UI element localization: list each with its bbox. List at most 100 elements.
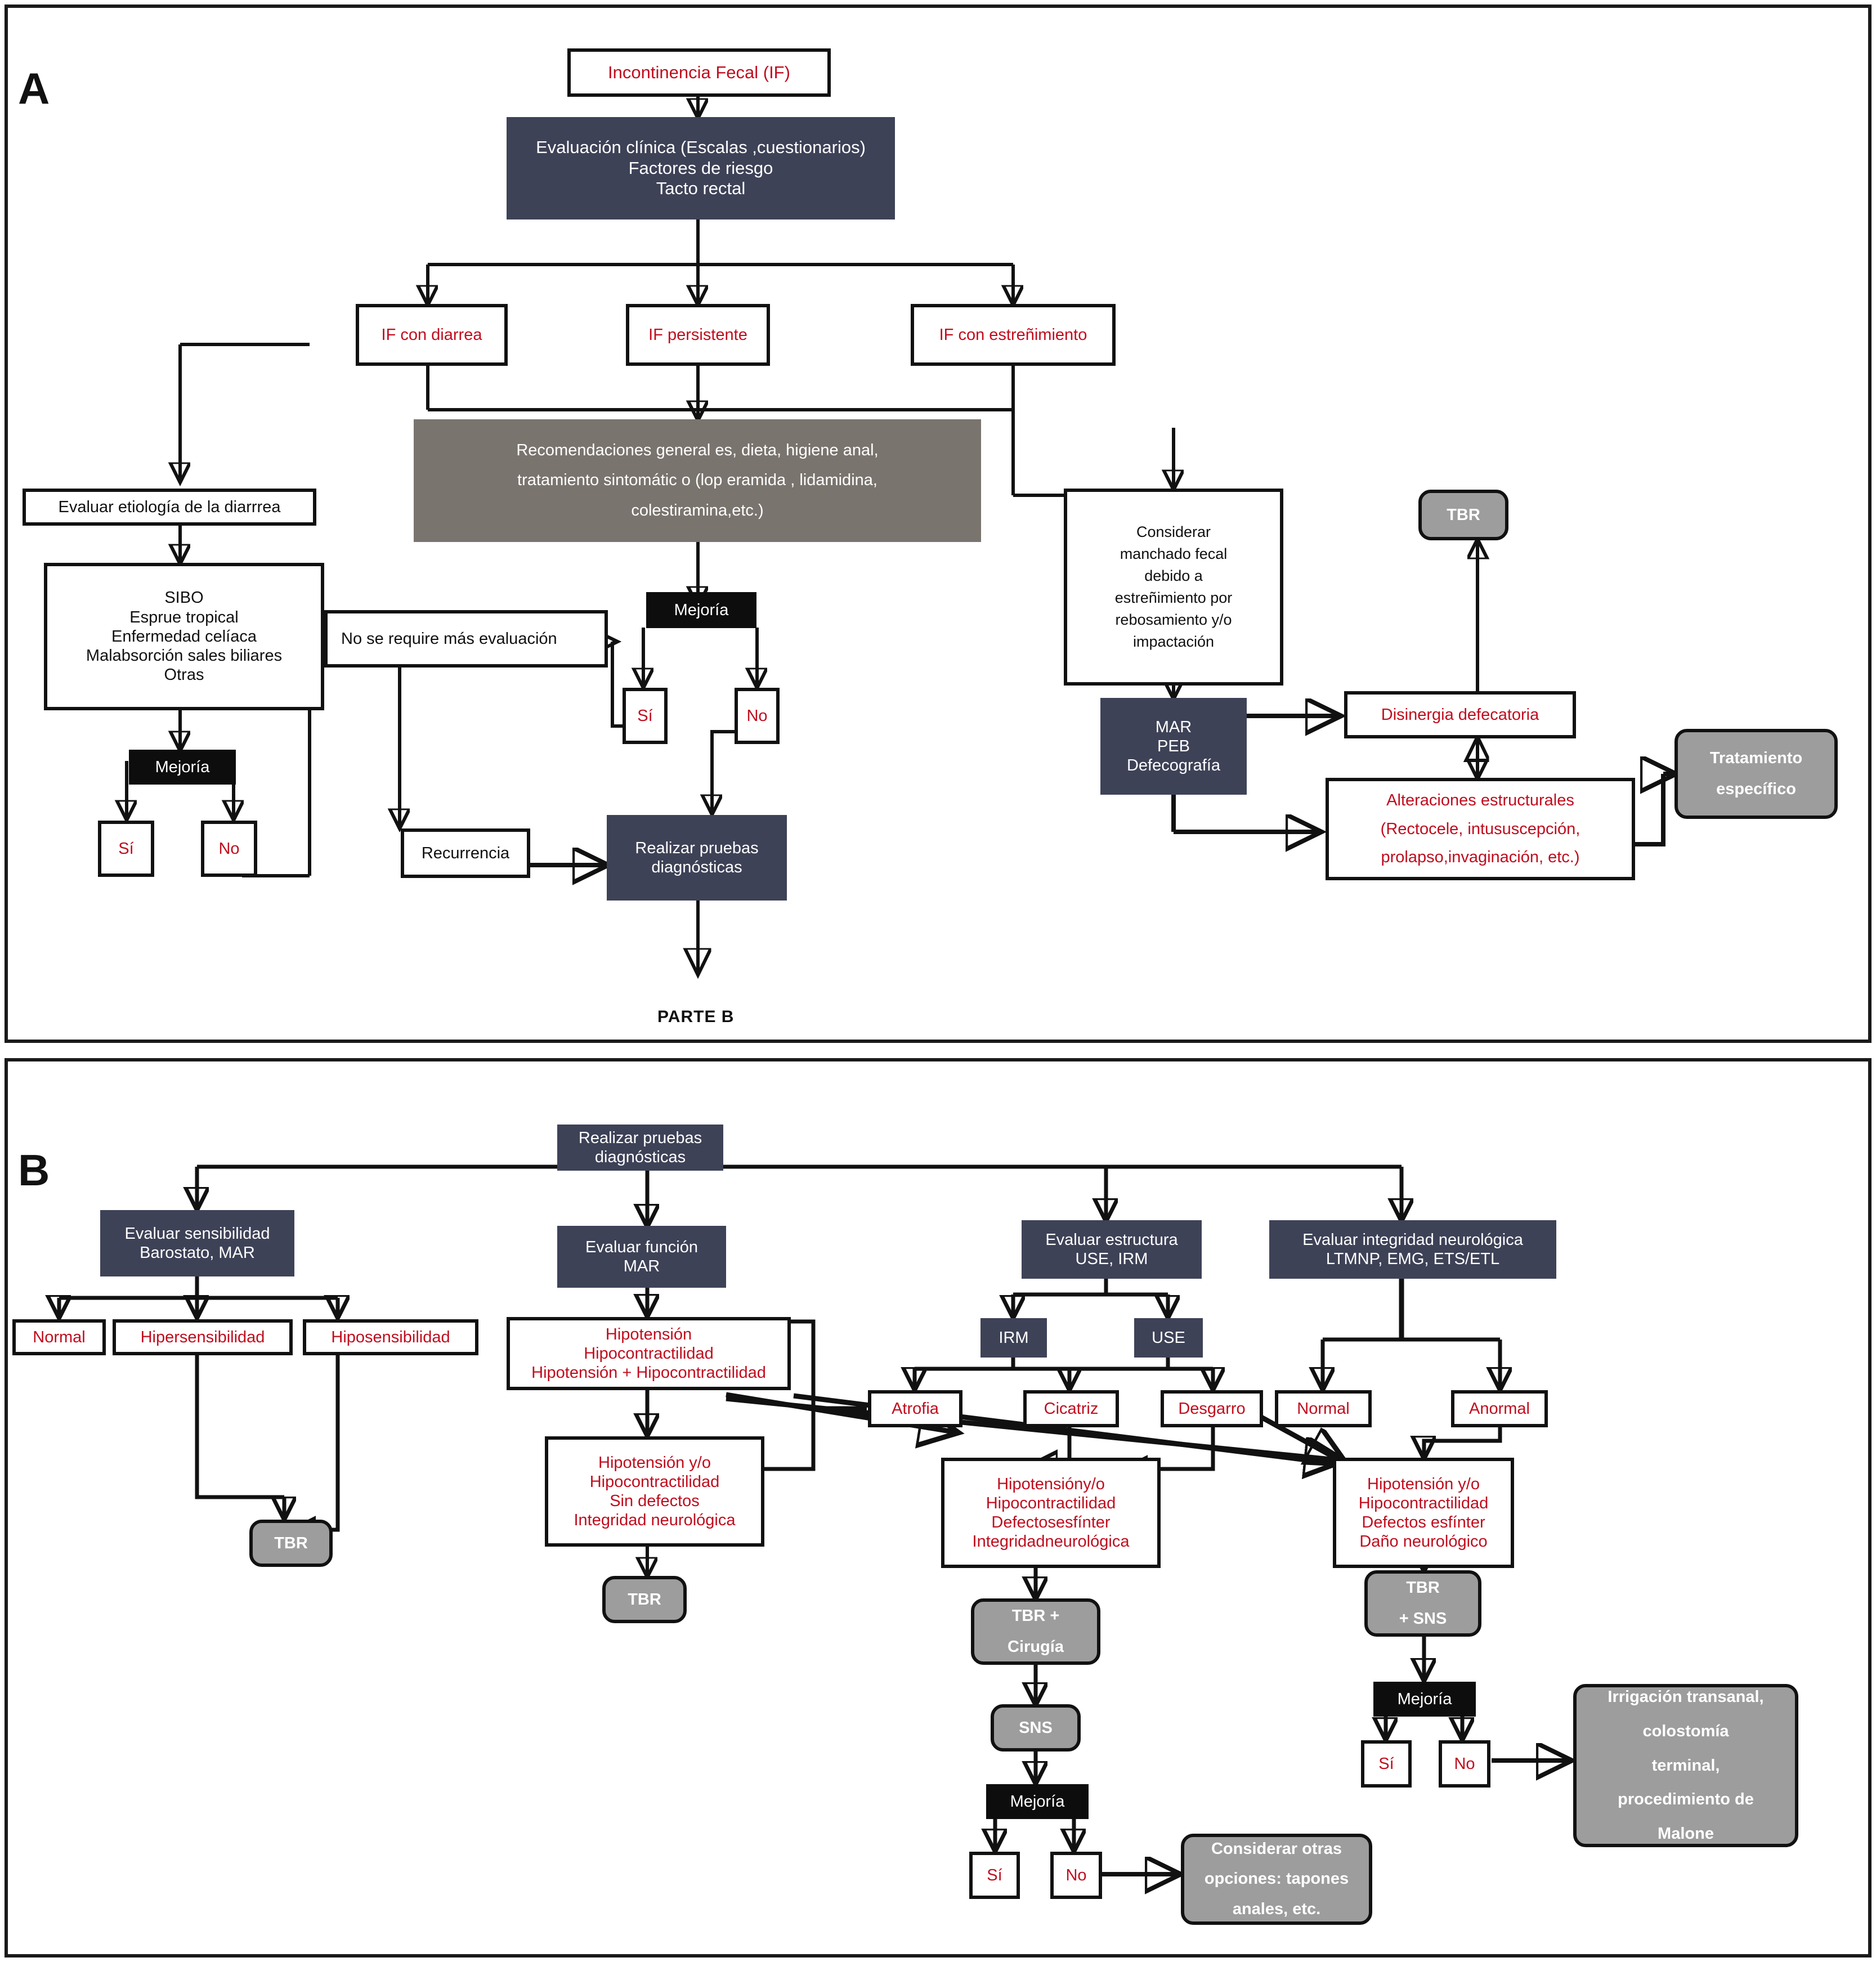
node-no-izquierda[interactable]: No	[201, 821, 257, 877]
node-if-con-diarrea[interactable]: IF con diarrea	[356, 304, 508, 366]
node-mejoria-centro-b[interactable]: Mejoría	[986, 1784, 1089, 1819]
node-mar-peb-defecografia[interactable]: MAR PEB Defecografía	[1100, 698, 1247, 795]
node-sns[interactable]: SNS	[991, 1704, 1081, 1752]
node-label: IF persistente	[648, 325, 747, 344]
node-if-con-estrenimiento[interactable]: IF con estreñimiento	[911, 304, 1116, 366]
node-label: SIBO Esprue tropical Enfermedad celíaca …	[86, 589, 283, 684]
node-label: Realizar pruebas diagnósticas	[578, 1128, 702, 1166]
node-evaluacion-clinica[interactable]: Evaluación clínica (Escalas ,cuestionari…	[507, 117, 895, 220]
node-label: Tratamiento específico	[1709, 749, 1803, 798]
node-label: Evaluación clínica (Escalas ,cuestionari…	[536, 137, 866, 199]
node-mejoria-izquierda[interactable]: Mejoría	[129, 750, 236, 785]
node-disinergia-defecatoria[interactable]: Disinergia defecatoria	[1344, 691, 1576, 738]
node-label: TBR	[628, 1590, 661, 1609]
node-si-centro-b[interactable]: Sí	[969, 1852, 1020, 1899]
node-label: No	[218, 839, 240, 858]
node-label: Recurrencia	[421, 844, 510, 862]
node-si-derecha[interactable]: Sí	[1361, 1740, 1412, 1788]
node-no-centro[interactable]: No	[735, 688, 780, 744]
node-cicatriz[interactable]: Cicatriz	[1023, 1390, 1119, 1427]
node-label: Atrofia	[892, 1399, 939, 1418]
node-label: Hipotensión y/o Hipocontractilidad Defec…	[1358, 1475, 1489, 1551]
label-parte-b: PARTE B	[657, 1007, 735, 1026]
node-tbr-funcion[interactable]: TBR	[602, 1576, 687, 1623]
node-label: Normal	[1297, 1399, 1350, 1418]
node-if-persistente[interactable]: IF persistente	[626, 304, 770, 366]
node-evaluar-integridad-neurologica[interactable]: Evaluar integridad neurológica LTMNP, EM…	[1269, 1220, 1556, 1279]
node-label: TBR + Cirugía	[1008, 1606, 1064, 1656]
node-label: Realizar pruebas diagnósticas	[635, 839, 759, 876]
node-no-requiere-evaluacion[interactable]: No se require más evaluación	[324, 610, 608, 668]
node-si-centro[interactable]: Sí	[623, 688, 668, 744]
node-recurrencia[interactable]: Recurrencia	[401, 828, 530, 878]
node-evaluar-estructura[interactable]: Evaluar estructura USE, IRM	[1022, 1220, 1202, 1279]
node-label: SNS	[1019, 1718, 1053, 1737]
node-dano-neurologico[interactable]: Hipotensión y/o Hipocontractilidad Defec…	[1333, 1458, 1514, 1568]
node-label: No se require más evaluación	[341, 629, 557, 648]
node-label: Sí	[1378, 1754, 1394, 1773]
node-no-centro-b[interactable]: No	[1050, 1852, 1102, 1899]
node-defectos-esfinter-integridad[interactable]: Hipotensióny/o Hipocontractilidad Defect…	[941, 1458, 1161, 1568]
node-recomendaciones[interactable]: Recomendaciones general es, dieta, higie…	[414, 419, 981, 542]
node-label: Evaluar integridad neurológica LTMNP, EM…	[1302, 1230, 1523, 1268]
node-label: Sí	[118, 839, 134, 858]
node-tbr-sensibilidad[interactable]: TBR	[249, 1520, 333, 1567]
node-hipotension-hipocontractilidad[interactable]: Hipotensión Hipocontractilidad Hipotensi…	[507, 1317, 791, 1390]
node-realizar-pruebas-b[interactable]: Realizar pruebas diagnósticas	[557, 1125, 723, 1171]
node-label: Hipotensión y/o Hipocontractilidad Sin d…	[574, 1453, 736, 1530]
node-label: Considerar manchado fecal debido a estre…	[1114, 523, 1233, 651]
node-label: Mejoría	[1010, 1792, 1065, 1811]
node-label: Sí	[637, 706, 653, 725]
node-causas-diarrea[interactable]: SIBO Esprue tropical Enfermedad celíaca …	[44, 563, 324, 710]
node-label: Incontinencia Fecal (IF)	[608, 62, 790, 82]
node-si-izquierda[interactable]: Sí	[98, 821, 154, 877]
node-evaluar-etiologia[interactable]: Evaluar etiología de la diarrrea	[23, 489, 316, 526]
node-considerar-manchado[interactable]: Considerar manchado fecal debido a estre…	[1064, 489, 1283, 686]
node-realizar-pruebas-a[interactable]: Realizar pruebas diagnósticas	[607, 815, 787, 901]
node-tbr-cirugia[interactable]: TBR + Cirugía	[971, 1598, 1100, 1665]
node-label: Irrigación transanal, colostomía termina…	[1608, 1687, 1764, 1843]
node-hipersensibilidad[interactable]: Hipersensibilidad	[113, 1319, 293, 1355]
node-considerar-otras-opciones[interactable]: Considerar otras opciones: tapones anale…	[1181, 1834, 1372, 1925]
node-mejoria-centro[interactable]: Mejoría	[646, 592, 756, 628]
node-label: Evaluar sensibilidad Barostato, MAR	[124, 1224, 270, 1262]
node-no-derecha[interactable]: No	[1439, 1740, 1490, 1788]
node-label: IRM	[999, 1328, 1029, 1347]
node-irm[interactable]: IRM	[980, 1318, 1047, 1358]
node-alteraciones-estructurales[interactable]: Alteraciones estructurales (Rectocele, i…	[1326, 778, 1635, 880]
node-label: IF con diarrea	[381, 325, 482, 344]
node-hiposensibilidad[interactable]: Hiposensibilidad	[303, 1319, 478, 1355]
node-evaluar-funcion[interactable]: Evaluar función MAR	[557, 1226, 726, 1288]
node-desgarro[interactable]: Desgarro	[1161, 1390, 1263, 1427]
node-label: No	[1454, 1754, 1475, 1773]
node-label: Hiposensibilidad	[331, 1328, 450, 1346]
node-incontinencia-fecal[interactable]: Incontinencia Fecal (IF)	[567, 48, 831, 97]
node-tbr-panel-a[interactable]: TBR	[1418, 490, 1508, 540]
node-normal-sensibilidad[interactable]: Normal	[12, 1319, 106, 1355]
node-irrigacion-transanal[interactable]: Irrigación transanal, colostomía termina…	[1573, 1684, 1798, 1847]
node-label: TBR + SNS	[1399, 1578, 1447, 1628]
node-label: Normal	[33, 1328, 86, 1346]
node-label: No	[1065, 1866, 1087, 1884]
panel-a-letter: A	[18, 64, 50, 113]
node-tbr-sns[interactable]: TBR + SNS	[1364, 1570, 1481, 1637]
node-label: TBR	[1447, 505, 1480, 524]
node-label: Sí	[987, 1866, 1002, 1884]
node-label: Mejoría	[155, 758, 210, 776]
node-tratamiento-especifico[interactable]: Tratamiento específico	[1674, 729, 1838, 819]
node-label: Considerar otras opciones: tapones anale…	[1204, 1839, 1349, 1918]
node-label: Mejoría	[674, 601, 729, 619]
node-sin-defectos[interactable]: Hipotensión y/o Hipocontractilidad Sin d…	[545, 1436, 764, 1547]
node-label: TBR	[274, 1534, 308, 1552]
node-evaluar-sensibilidad[interactable]: Evaluar sensibilidad Barostato, MAR	[100, 1210, 294, 1276]
node-label: Evaluar función MAR	[585, 1238, 698, 1275]
node-use[interactable]: USE	[1134, 1318, 1203, 1358]
panel-b-letter: B	[18, 1145, 50, 1195]
node-label: MAR PEB Defecografía	[1126, 718, 1221, 775]
node-atrofia[interactable]: Atrofia	[868, 1390, 962, 1427]
node-mejoria-derecha[interactable]: Mejoría	[1373, 1682, 1476, 1717]
node-label: Cicatriz	[1044, 1399, 1099, 1418]
node-normal-neurologico[interactable]: Normal	[1275, 1390, 1372, 1427]
node-anormal-neurologico[interactable]: Anormal	[1451, 1390, 1548, 1427]
